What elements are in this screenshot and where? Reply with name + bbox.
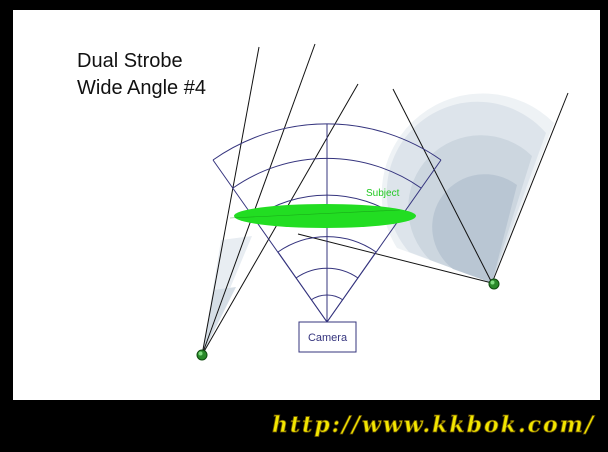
- diagram-title-line-2: Wide Angle #4: [77, 77, 206, 99]
- left-beam-edge-line: [201, 46, 260, 356]
- right-strobe-beam: [297, 88, 569, 284]
- camera-label: Camera: [308, 332, 348, 344]
- view-arc: [232, 157, 422, 189]
- strobe-light-icon: [196, 349, 208, 361]
- subject-shape: [234, 204, 416, 228]
- right-beam-edge-line: [297, 233, 493, 284]
- strobe-light-icon: [488, 278, 500, 290]
- subject-outline: [229, 209, 401, 219]
- view-arc: [212, 123, 442, 161]
- left-beam-edge-line: [201, 43, 316, 356]
- view-divider-line: [277, 251, 328, 323]
- left-strobe-beam: [201, 43, 359, 356]
- right-beam-edge-line: [491, 92, 569, 284]
- right-beam-edge-line: [392, 88, 493, 284]
- subject-label: Subject: [366, 188, 400, 199]
- camera-box: [298, 321, 357, 353]
- diagram-title-line-1: Dual Strobe: [77, 50, 183, 72]
- watermark-url: http://www.kkbok.com/: [272, 412, 595, 438]
- view-divider-line: [326, 251, 377, 323]
- view-arc: [310, 294, 344, 301]
- view-arc: [277, 236, 377, 253]
- view-arc: [295, 267, 359, 279]
